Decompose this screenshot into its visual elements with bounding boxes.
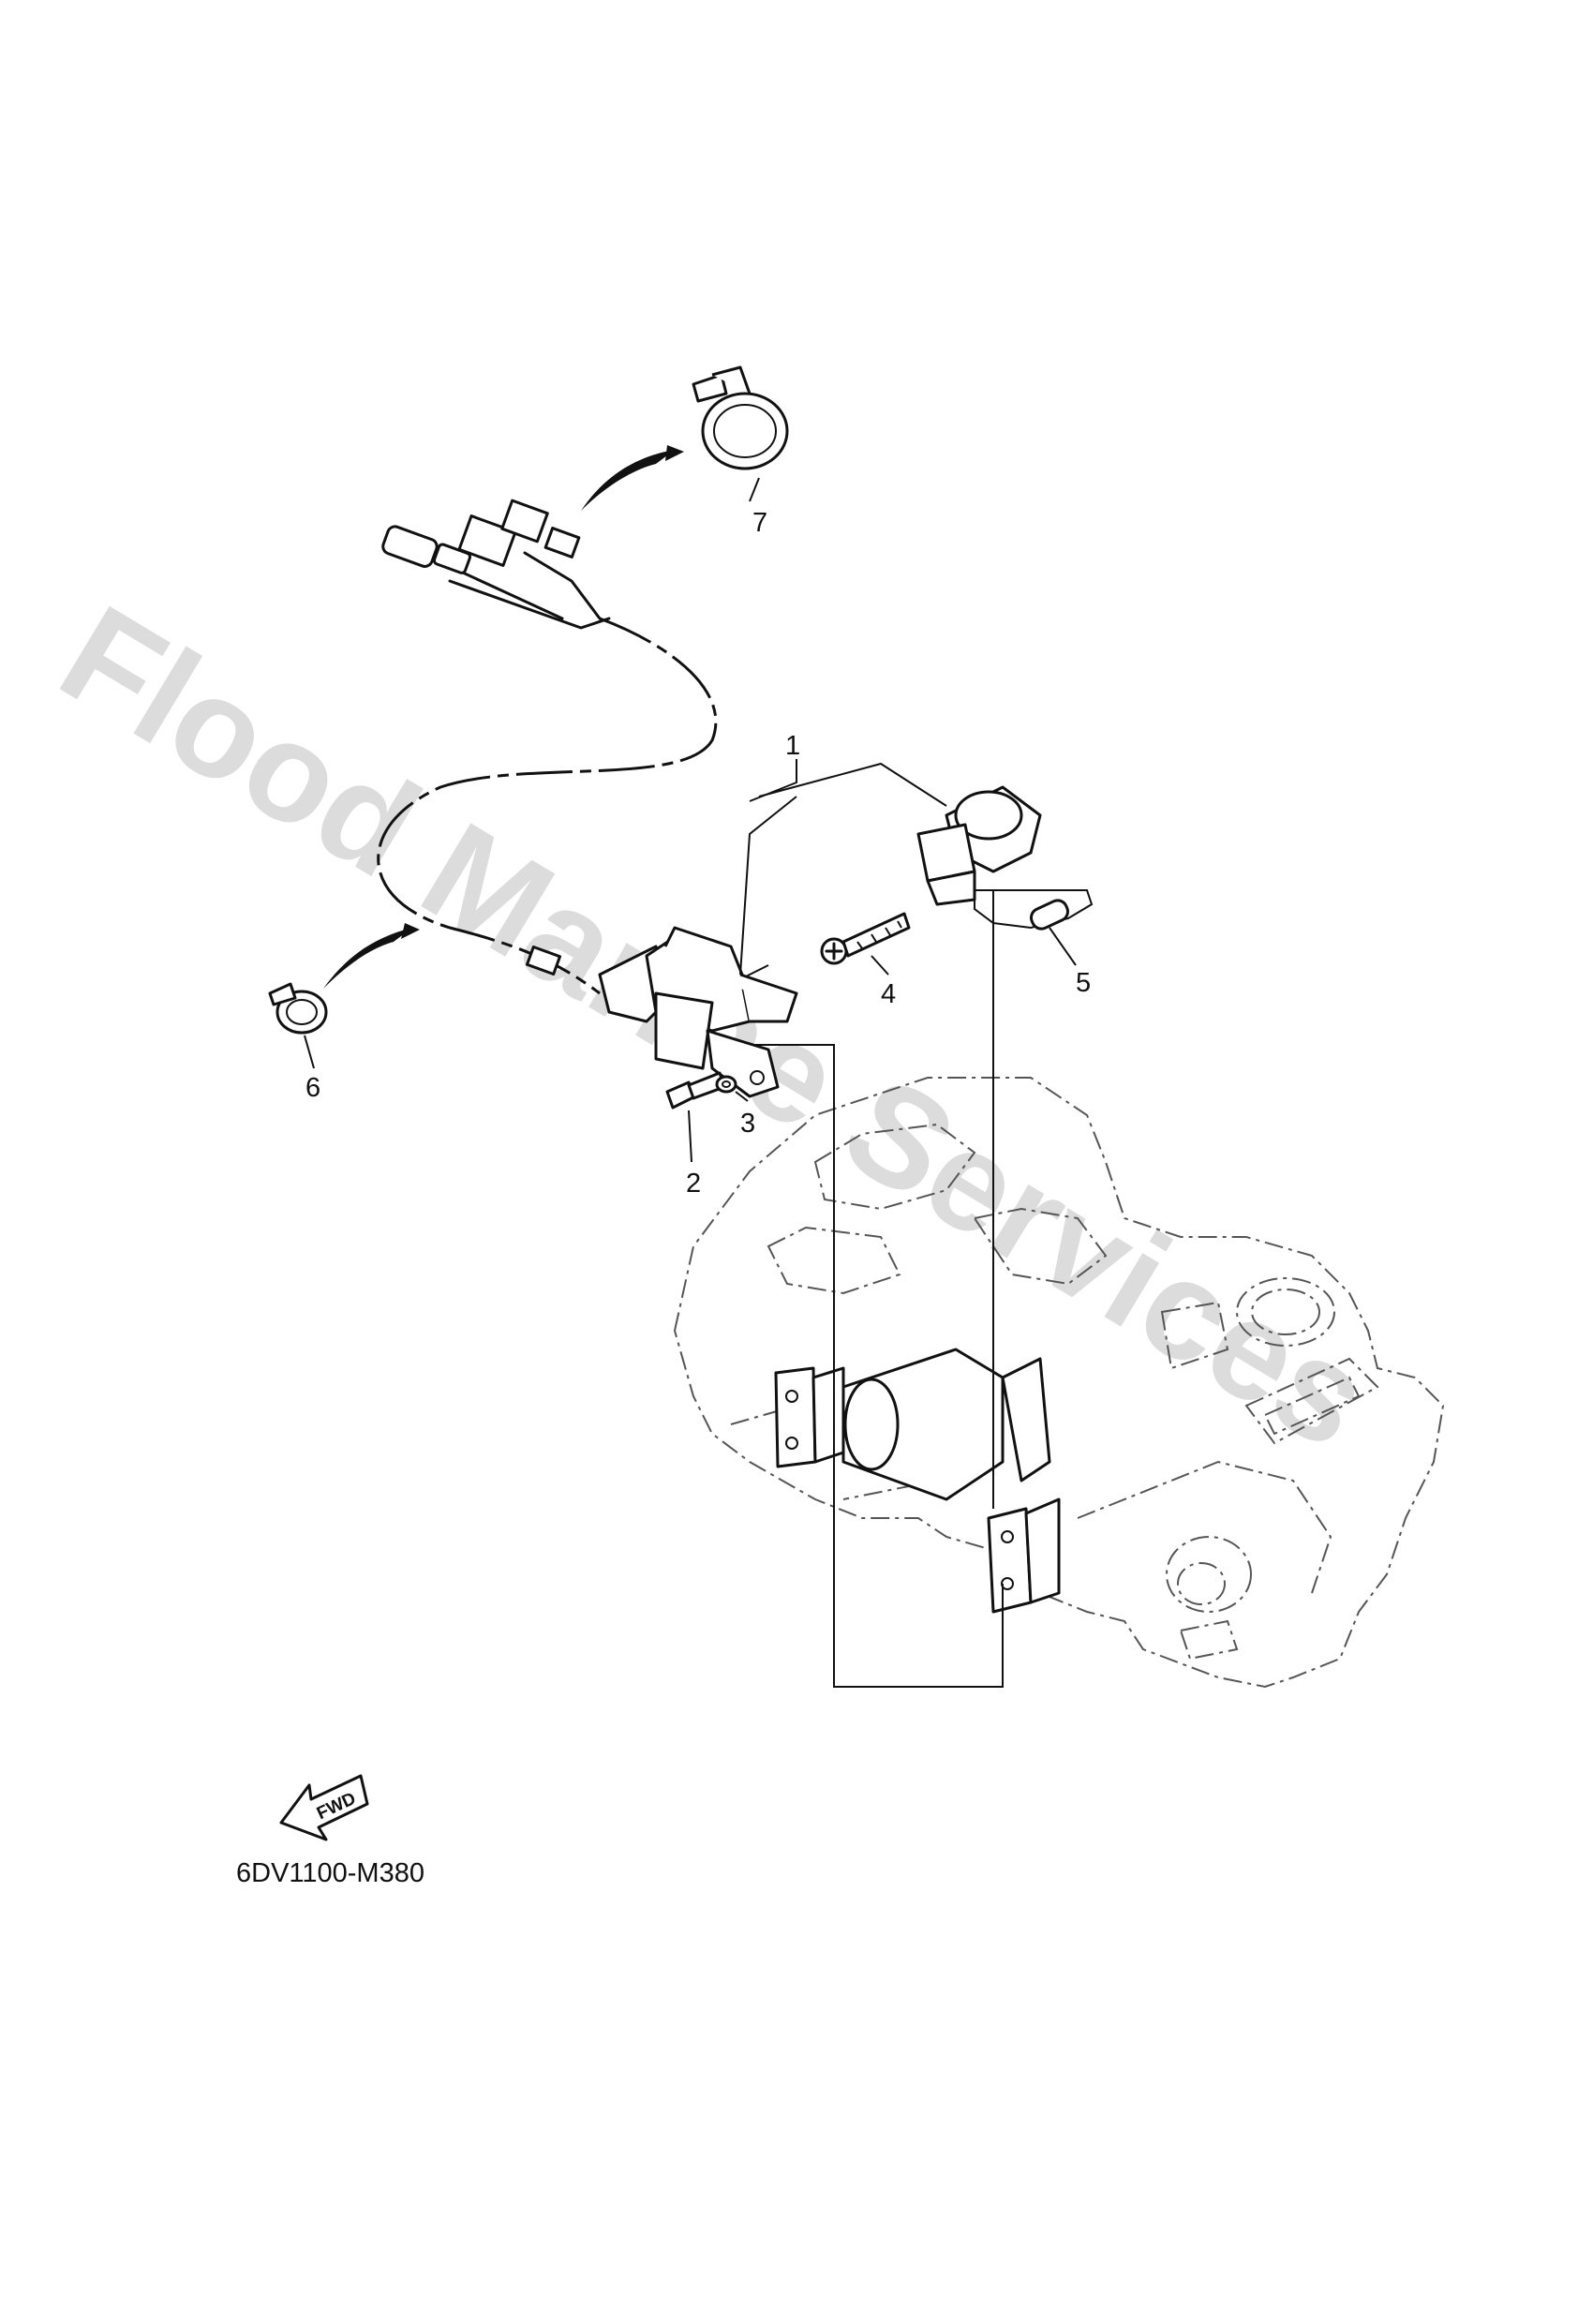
part-label-2: 2 (686, 1169, 701, 1199)
indicator-arrows (323, 445, 684, 989)
sensor-icon (525, 926, 798, 1098)
sensor-head-icon (916, 785, 1042, 906)
part-label-4: 4 (881, 979, 896, 1009)
sensor-plate-icon (974, 889, 1094, 931)
part-label-5: 5 (1076, 968, 1091, 998)
diagram-code: 6DV1100-M380 (236, 1858, 424, 1888)
part-label-1: 1 (785, 731, 800, 761)
fwd-arrow-icon: FWD (279, 1774, 369, 1841)
shaft-assembly (774, 1348, 1061, 1614)
part-label-3: 3 (740, 1109, 755, 1139)
part-label-7: 7 (752, 508, 767, 538)
part-labels: 1 2 3 4 5 6 7 (305, 508, 1091, 1199)
cable-clamp-icon (692, 365, 789, 470)
cable-clamp-small-icon (268, 982, 328, 1035)
screw-icon (820, 912, 911, 965)
wire-harness-icon (377, 499, 718, 995)
washer-icon (715, 1075, 737, 1094)
label-leaders (304, 477, 1077, 1163)
part-label-6: 6 (305, 1073, 320, 1103)
